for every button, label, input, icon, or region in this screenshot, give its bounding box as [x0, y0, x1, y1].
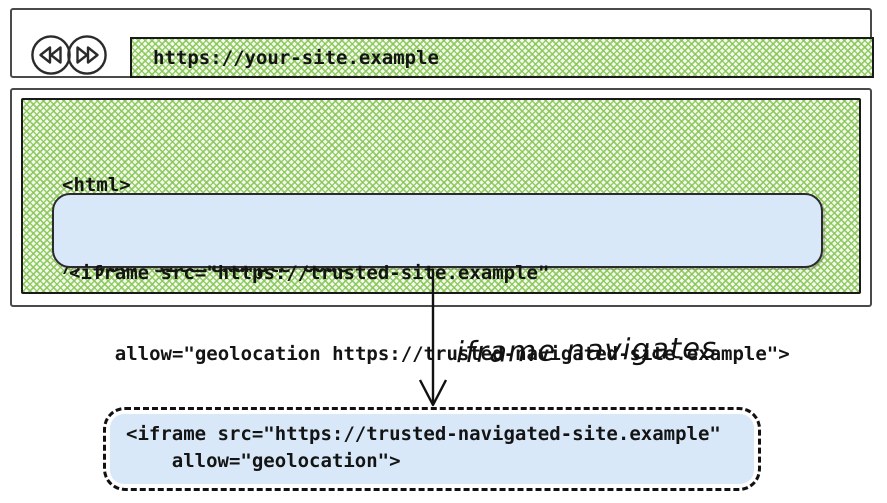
iframe-code: <iframe src="https://trusted-site.exampl…: [54, 195, 821, 422]
url-text: https://your-site.example: [153, 46, 439, 69]
navigated-iframe-element: <iframe src="https://trusted-navigated-s…: [103, 407, 761, 491]
browser-toolbar: https://your-site.example: [10, 8, 874, 78]
fast-forward-icon: [67, 35, 107, 75]
forward-button[interactable]: [65, 33, 109, 77]
navigated-iframe-fill: <iframe src="https://trusted-navigated-s…: [110, 414, 754, 484]
arrow-label: iframe navigates: [455, 330, 718, 370]
navigated-iframe-src-line: <iframe src="https://trusted-navigated-s…: [126, 423, 721, 445]
html-tag-line: <html>: [62, 174, 131, 196]
iframe-src-line: <iframe src="https://trusted-site.exampl…: [69, 262, 550, 284]
url-bar[interactable]: https://your-site.example: [130, 37, 874, 78]
navigated-iframe-allow-line: allow="geolocation">: [126, 450, 401, 472]
iframe-allow-line: allow="geolocation https://trusted-navig…: [69, 343, 790, 365]
iframe-element: <iframe src="https://trusted-site.exampl…: [52, 193, 823, 365]
